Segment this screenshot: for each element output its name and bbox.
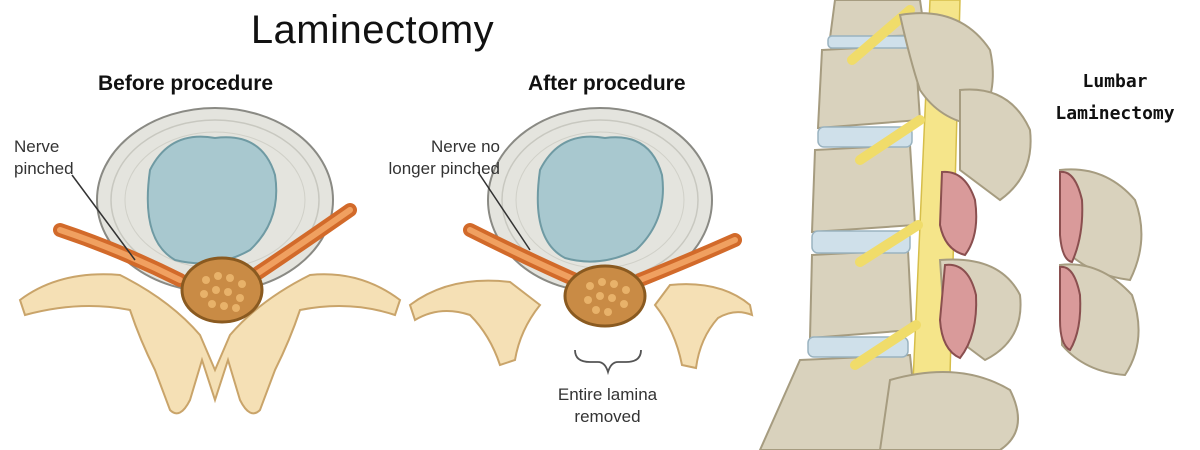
after-heading: After procedure (528, 72, 686, 96)
posterior-element-2 (960, 90, 1031, 201)
before-heading: Before procedure (98, 72, 273, 96)
diagram-title: Laminectomy (0, 8, 745, 53)
lamina-label-line2: removed (525, 406, 690, 428)
lamina-brace (575, 350, 641, 372)
after-nerve-label-line2: longer pinched (355, 158, 500, 180)
lumbar-label-line2: Laminectomy (1030, 98, 1200, 130)
before-nerve-label-line2: pinched (14, 158, 74, 180)
after-disc-nucleus (538, 137, 663, 262)
after-spinal-cord (565, 266, 645, 326)
before-nerve-label-line1: Nerve (14, 136, 74, 158)
posterior-element-4 (880, 372, 1018, 450)
lamina-label-line1: Entire lamina (525, 384, 690, 406)
before-nerve-label: Nerve pinched (14, 136, 74, 180)
after-nerve-label: Nerve no longer pinched (355, 136, 500, 180)
after-pedicle-left (410, 281, 540, 365)
lumbar-laminectomy-label: Lumbar Laminectomy (1030, 66, 1200, 130)
vertebra-body-2 (818, 45, 920, 128)
after-nerve-label-line1: Nerve no (355, 136, 500, 158)
after-pedicle-right (655, 284, 752, 368)
lumbar-label-line1: Lumbar (1030, 66, 1200, 98)
lamina-label: Entire lamina removed (525, 384, 690, 428)
before-spinal-cord (182, 258, 262, 322)
